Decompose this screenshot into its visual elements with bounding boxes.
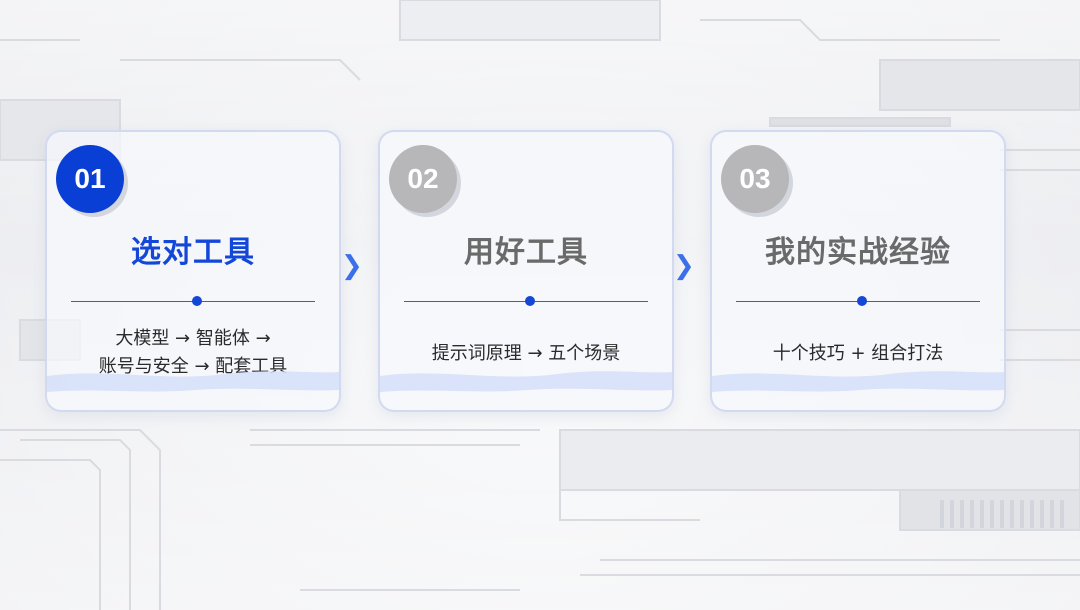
chevron-right-icon: ❯: [341, 251, 363, 281]
wave-decoration: [380, 371, 672, 392]
step-card-3: 03 我的实战经验 十个技巧 + 组合打法: [710, 130, 1006, 412]
step-title: 选对工具: [131, 235, 255, 270]
step-description: 大模型 → 智能体 → 账号与安全 → 配套工具: [47, 325, 339, 381]
step-number-badge: 03: [721, 145, 789, 213]
step-number-badge: 01: [56, 145, 124, 213]
step-description: 提示词原理 → 五个场景: [431, 343, 621, 364]
step-card-2: 02 用好工具 提示词原理 → 五个场景: [378, 130, 674, 412]
step-title: 我的实战经验: [765, 235, 951, 270]
wave-decoration: [712, 371, 1004, 392]
step-description-line-2: 账号与安全 → 配套工具: [98, 356, 288, 377]
wave-decoration: [47, 371, 339, 392]
step-description-line-1: 大模型 → 智能体 →: [115, 328, 271, 349]
step-card-1: 01 选对工具 大模型 → 智能体 → 账号与安全 → 配套工具: [45, 130, 341, 412]
divider-dot: [192, 296, 202, 306]
chevron-right-icon: ❯: [673, 251, 695, 281]
divider-dot: [857, 296, 867, 306]
divider-dot: [525, 296, 535, 306]
step-title: 用好工具: [464, 235, 588, 270]
step-description: 十个技巧 + 组合打法: [772, 343, 944, 364]
step-number-badge: 02: [389, 145, 457, 213]
